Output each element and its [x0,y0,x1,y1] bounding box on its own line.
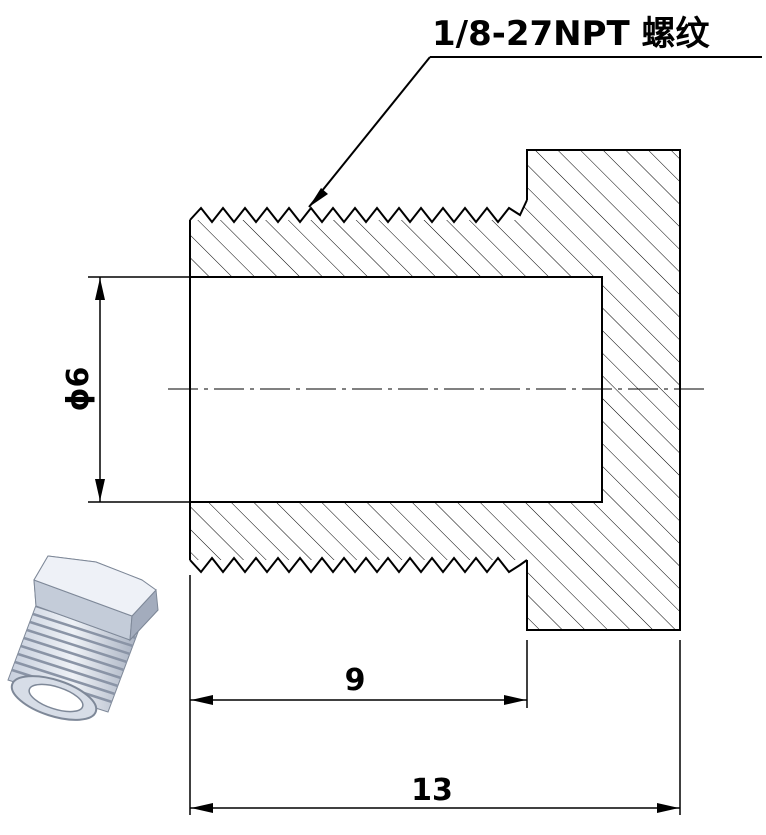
preview-hex-head [33,555,159,642]
diameter-symbol: ϕ [61,387,96,411]
svg-text:ϕ6: ϕ6 [61,367,96,412]
diameter-value: 6 [61,367,96,388]
section-hatch [190,150,680,630]
total-length-dimension [190,640,681,815]
top-thread-profile [189,199,528,224]
bottom-thread-profile [189,556,528,574]
thread-callout-text: 1/8-27NPT 螺纹 [432,14,711,54]
diameter-dimension [88,276,190,503]
head-outline [526,149,681,631]
thread-length-label: 9 [345,663,366,698]
thread-length-dimension [189,575,528,815]
diameter-label: ϕ6 [61,367,96,412]
hex-plug-3d-preview-icon [7,555,159,721]
total-length-label: 13 [411,773,453,808]
thread-callout [308,56,762,208]
